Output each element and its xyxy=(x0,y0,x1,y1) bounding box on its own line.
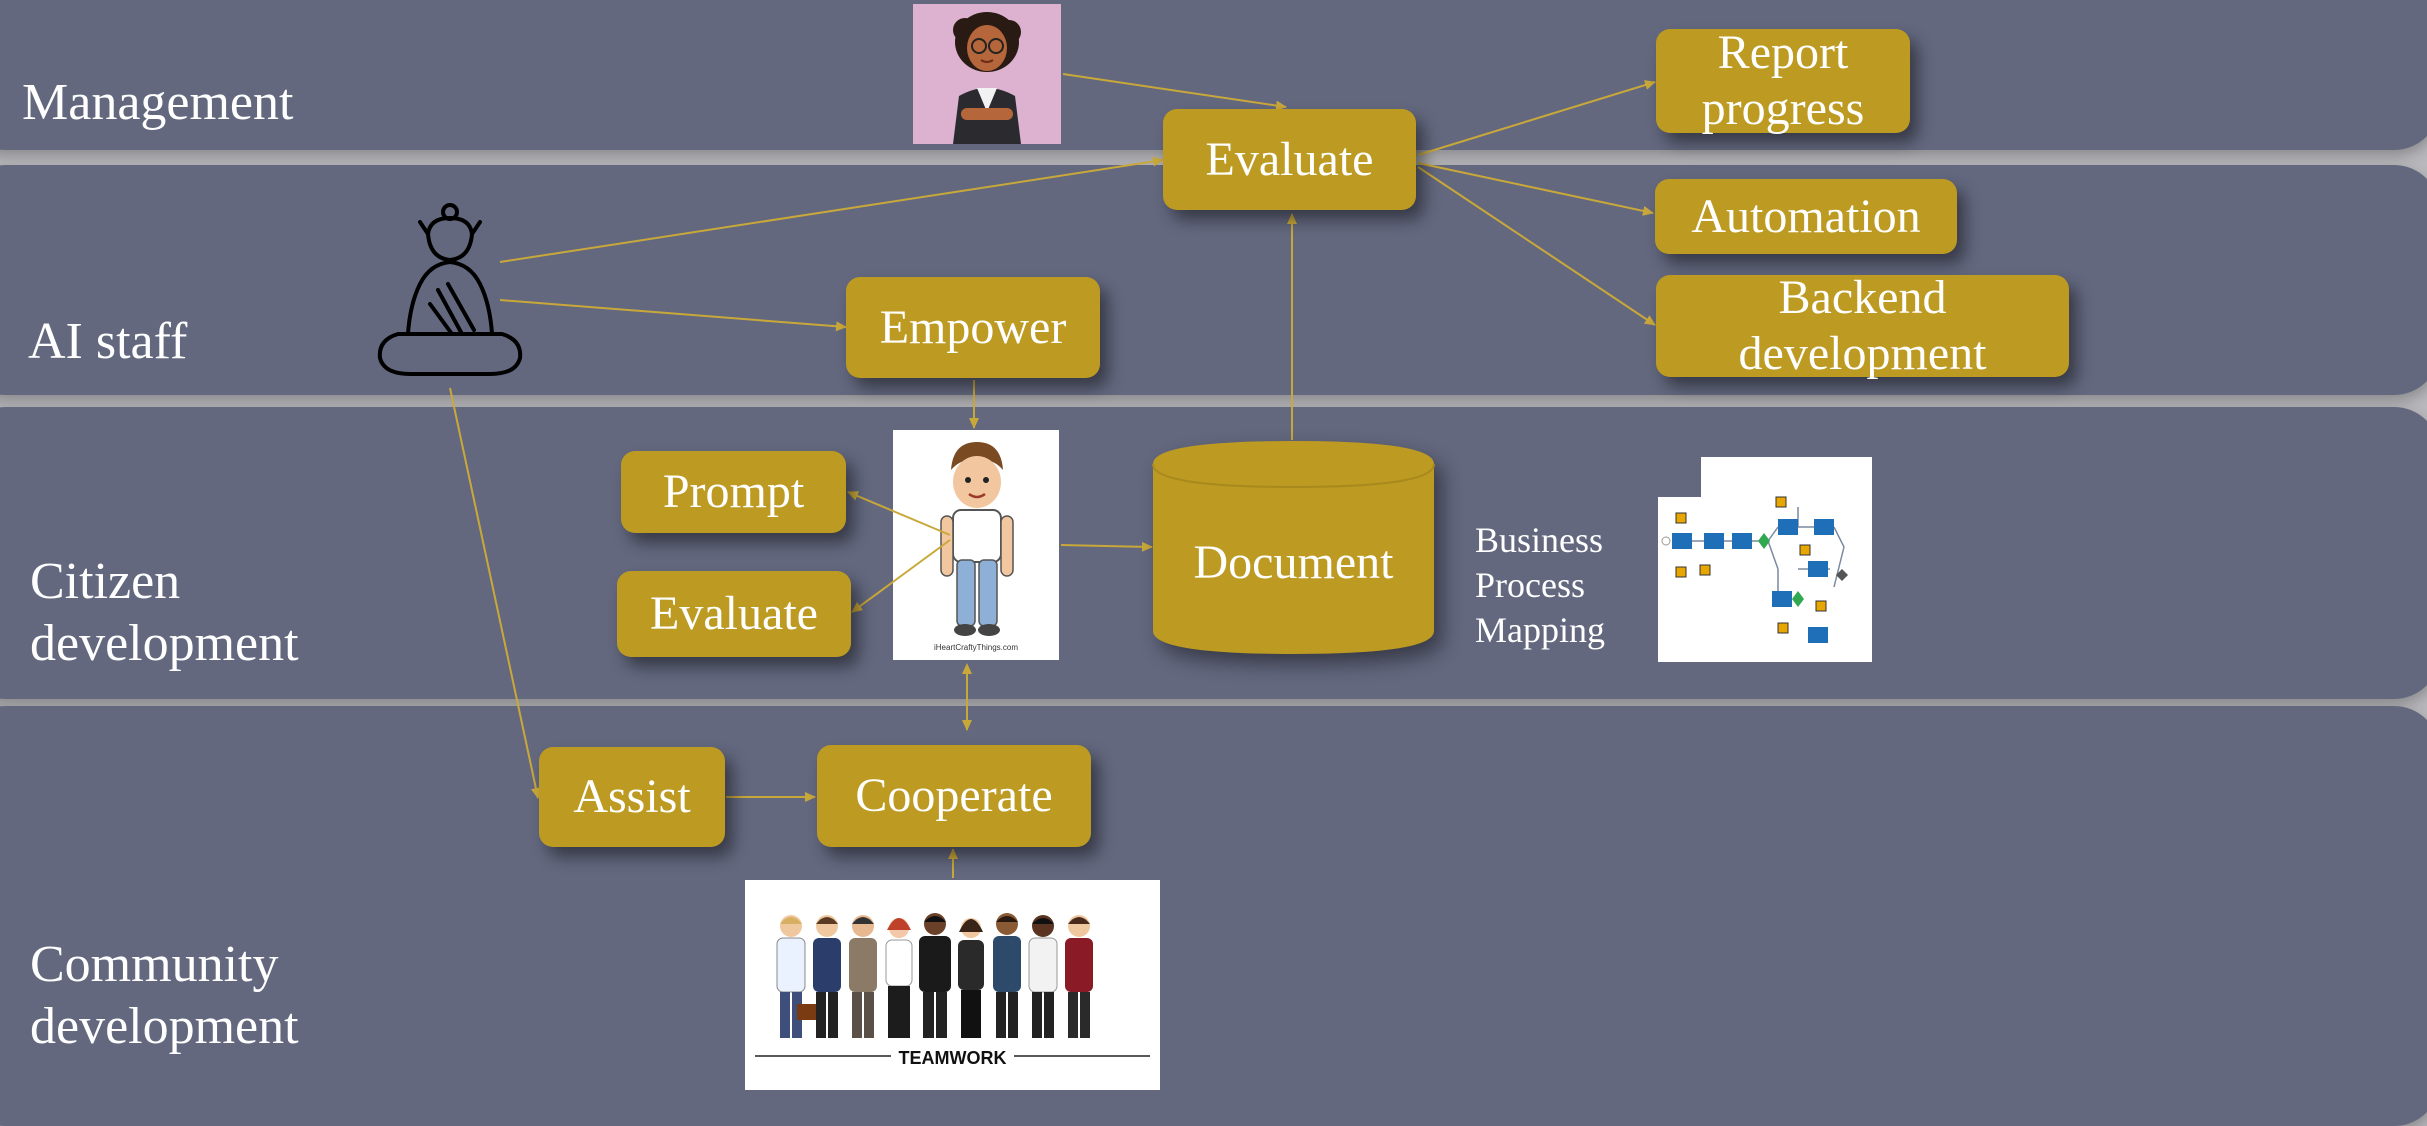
arrow-ai-staff-to-evaluate xyxy=(499,156,1164,263)
arrow-manager-to-evaluate xyxy=(1062,73,1287,111)
empower-box[interactable]: Empower xyxy=(846,277,1100,378)
arrow-ai-staff-to-empower xyxy=(499,299,847,332)
business-process-mapping-label: Business Process Mapping xyxy=(1475,520,1605,650)
lane-label-ai-staff: AI staff xyxy=(28,313,188,370)
arrow-evaluate-to-automation xyxy=(1417,162,1654,216)
lane-community-development xyxy=(0,706,2427,1126)
connector-arrows xyxy=(449,73,1656,878)
arrow-citizen-to-prompt xyxy=(847,491,951,536)
assist-box[interactable]: Assist xyxy=(539,747,725,847)
citizen-watermark: iHeartCraftyThings.com xyxy=(933,643,1019,652)
document-label: Document xyxy=(1193,536,1394,589)
meditating-person-icon xyxy=(377,203,523,376)
evaluate-management-box[interactable]: Evaluate xyxy=(1163,109,1416,210)
prompt-box[interactable]: Prompt xyxy=(621,451,846,533)
lane-label-management: Management xyxy=(22,74,294,131)
arrow-citizen-to-document xyxy=(1060,541,1153,552)
backend-development-box[interactable]: Backend development xyxy=(1656,271,2069,380)
cooperate-box[interactable]: Cooperate xyxy=(817,745,1091,847)
teamwork-caption: TEAMWORK xyxy=(745,1048,1160,1069)
citizen-developer-illustration: iHeartCraftyThings.com xyxy=(893,430,1059,660)
document-cylinder[interactable]: Document xyxy=(1152,440,1435,655)
report-progress-box[interactable]: Report progress xyxy=(1656,26,1910,135)
evaluate-citizen-box[interactable]: Evaluate xyxy=(617,571,851,657)
arrow-ai-staff-to-assist xyxy=(449,387,541,799)
automation-box[interactable]: Automation xyxy=(1655,179,1957,254)
arrow-evaluate-to-report xyxy=(1417,80,1656,156)
lane-label-citizen-development: Citizen development xyxy=(30,553,299,672)
arrow-citizen-to-evaluate-left xyxy=(851,539,951,613)
manager-avatar xyxy=(913,4,1061,144)
lane-label-community-development: Community development xyxy=(30,936,299,1055)
teamwork-illustration: TEAMWORK xyxy=(745,880,1160,1090)
arrow-evaluate-to-backend xyxy=(1417,166,1656,326)
business-process-map-thumbnail xyxy=(1658,457,1872,662)
